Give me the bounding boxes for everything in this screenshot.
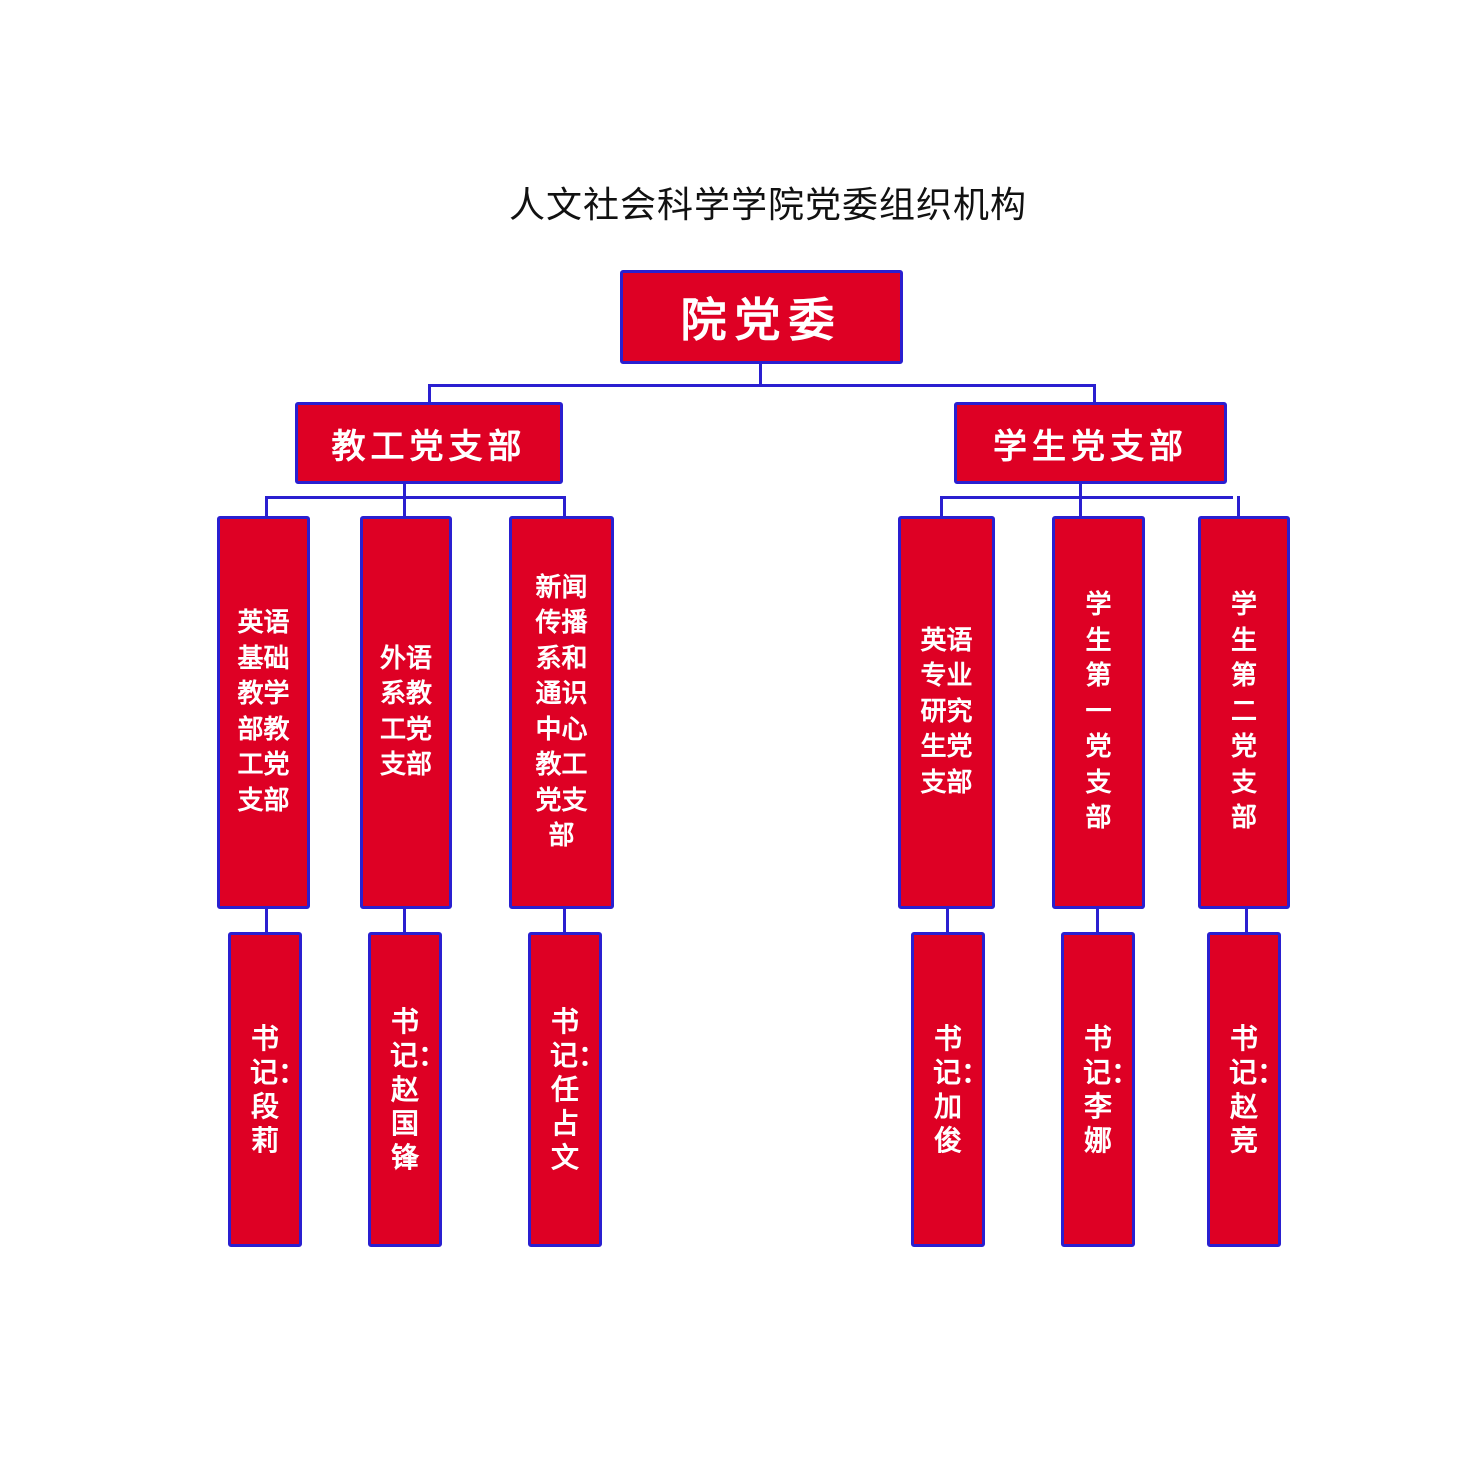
secretary-node: 书记：段 莉: [228, 932, 308, 1247]
connector: [1079, 482, 1082, 498]
secretary-label: 书记：赵国锋: [390, 1004, 447, 1174]
unit-label: 外语系教工党支部: [379, 643, 432, 781]
secretary-node: 书记：任占文: [528, 932, 607, 1247]
connector: [563, 906, 566, 934]
connector: [403, 482, 406, 498]
connector: [265, 906, 268, 934]
unit-node: 英语基础教学部教工党支部: [217, 516, 310, 909]
unit-node: 外语系教工党支部: [360, 516, 452, 909]
secretary-node: 书记：加 俊: [911, 932, 991, 1247]
connector: [403, 496, 406, 518]
unit-node: 新闻传播系和通识中心教工党支部: [509, 516, 614, 909]
connector: [1237, 496, 1240, 518]
unit-node: 英语专业研究生党支部: [898, 516, 995, 909]
secretary-label: 书记：赵 竞: [1229, 1021, 1287, 1157]
secretary-label: 书记：李 娜: [1083, 1021, 1141, 1157]
connector: [946, 906, 949, 934]
connector: [1245, 906, 1248, 934]
connector: [940, 496, 1233, 499]
connector: [428, 384, 1096, 387]
chart-title: 人文社会科学学院党委组织机构: [508, 185, 1027, 226]
connector: [265, 496, 566, 499]
branch-node-student: 学生党支部: [954, 402, 1227, 484]
unit-label: 学生第一党支部: [1085, 590, 1112, 834]
branch-node-faculty: 教工党支部: [295, 402, 563, 484]
connector: [940, 496, 943, 518]
secretary-node: 书记：李 娜: [1061, 932, 1141, 1247]
secretary-label: 书记：任占文: [550, 1004, 607, 1174]
connector: [265, 496, 268, 518]
connector: [428, 384, 431, 404]
unit-node: 学生第二党支部: [1198, 516, 1290, 909]
unit-label: 英语基础教学部教工党支部: [237, 608, 290, 816]
connector: [1093, 384, 1096, 404]
unit-label: 英语专业研究生党支部: [920, 625, 973, 798]
unit-label: 新闻传播系和通识中心教工党支部: [535, 572, 588, 852]
secretary-node: 书记：赵 竞: [1207, 932, 1287, 1247]
secretary-node: 书记：赵国锋: [368, 932, 447, 1247]
connector: [1079, 496, 1082, 518]
connector: [1096, 906, 1099, 934]
secretary-label: 书记：加 俊: [933, 1021, 991, 1157]
unit-label: 学生第二党支部: [1230, 590, 1257, 834]
connector: [563, 496, 566, 518]
connector: [759, 361, 762, 387]
root-node: 院党委: [620, 270, 903, 364]
unit-node: 学生第一党支部: [1052, 516, 1145, 909]
connector: [403, 906, 406, 934]
secretary-label: 书记：段 莉: [250, 1021, 308, 1157]
